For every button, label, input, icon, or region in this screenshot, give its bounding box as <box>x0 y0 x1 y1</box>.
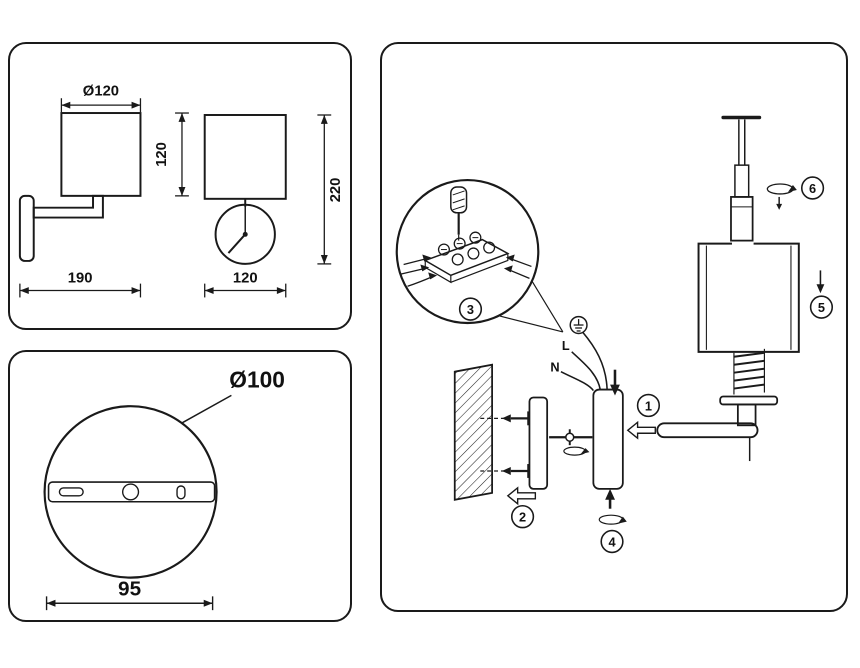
bracket-arm <box>656 422 759 439</box>
panel-mounting-plate: Ø100 95 <box>8 350 352 622</box>
dim-label-shade-diameter: Ø120 <box>83 83 119 99</box>
left-arrow-icon <box>626 420 656 440</box>
ground-icon <box>569 315 588 335</box>
dimension-total-height: 220 <box>317 114 344 265</box>
spring-section <box>733 348 765 395</box>
dimension-slot-spacing: 95 <box>45 577 214 611</box>
left-arrow-icon <box>506 486 537 506</box>
step-callout-1: 1 <box>626 393 661 440</box>
terminal-block <box>423 231 510 284</box>
dimension-views-drawing: Ø120 120 190 220 <box>18 83 344 298</box>
insert-down-arrow <box>610 369 620 396</box>
supply-wires: L N <box>550 315 620 396</box>
step-number-3: 3 <box>467 302 474 317</box>
step-callout-4: 4 <box>598 488 627 554</box>
flange <box>719 395 779 406</box>
dim-label-plate-diameter: Ø100 <box>229 367 285 393</box>
arm-elbow <box>736 403 757 427</box>
socket <box>730 196 754 242</box>
plate-bracket-strip <box>47 481 216 503</box>
dimension-base-width: 120 <box>204 271 287 298</box>
panel-dimension-views: Ø120 120 190 220 <box>8 42 352 330</box>
lamp-front-view <box>18 112 142 262</box>
dimension-bracket-width: 190 <box>19 271 142 298</box>
wall-plate-front <box>18 194 35 262</box>
slot-hole <box>58 487 84 497</box>
dimension-shade-height: 120 <box>154 112 189 197</box>
dim-label-shade-height: 120 <box>154 142 170 167</box>
small-hole <box>176 485 186 500</box>
shade-box <box>697 242 800 353</box>
rotate-icon <box>563 446 587 456</box>
mounting-screw-bottom <box>480 464 530 478</box>
center-hole <box>121 483 140 501</box>
step-callout-5: 5 <box>809 270 834 319</box>
step-number-2: 2 <box>519 510 526 525</box>
detail-bubble: 3 <box>395 178 564 333</box>
shade-front <box>60 112 142 197</box>
step-number-5: 5 <box>818 300 825 315</box>
terminal-wires <box>399 254 532 287</box>
wall-hatch <box>453 363 493 501</box>
wire-label-neutral: N <box>550 360 559 375</box>
rod-upper <box>734 164 750 198</box>
dimension-shade-diameter: Ø120 <box>60 83 142 113</box>
shade-side <box>203 114 287 200</box>
step-callout-6: 6 <box>766 176 825 210</box>
screwdriver-icon <box>450 186 468 241</box>
bracket-arm-front <box>32 194 104 219</box>
dim-label-bracket-width: 190 <box>68 271 93 287</box>
dim-label-total-height: 220 <box>328 178 344 203</box>
step-number-6: 6 <box>809 181 816 196</box>
lamp-side-view <box>203 114 287 265</box>
wall-section <box>453 363 493 501</box>
mounting-plate-side <box>528 396 549 490</box>
step-number-4: 4 <box>608 534 616 549</box>
mounting-screw-top <box>480 411 530 426</box>
mounting-plate-view <box>43 405 218 579</box>
step-number-1: 1 <box>645 398 652 413</box>
canopy-box <box>592 388 624 490</box>
panel-installation: L N <box>380 42 848 612</box>
mounting-plate-drawing: Ø100 95 <box>43 367 285 611</box>
leader-line <box>181 394 232 424</box>
rotate-icon <box>766 183 794 195</box>
wing-screw <box>549 429 593 456</box>
step-callout-2: 2 <box>506 486 537 529</box>
dim-label-slot-spacing: 95 <box>118 577 141 600</box>
installation-drawing: L N <box>395 115 834 554</box>
magnifier-circle <box>395 178 540 325</box>
plate-circle <box>43 405 218 579</box>
lamp-assembly <box>656 115 800 462</box>
step-callout-3: 3 <box>458 297 483 321</box>
wire-label-live: L <box>562 338 570 353</box>
dim-label-base-width: 120 <box>233 271 258 287</box>
dimension-plate-diameter: Ø100 <box>181 367 285 424</box>
